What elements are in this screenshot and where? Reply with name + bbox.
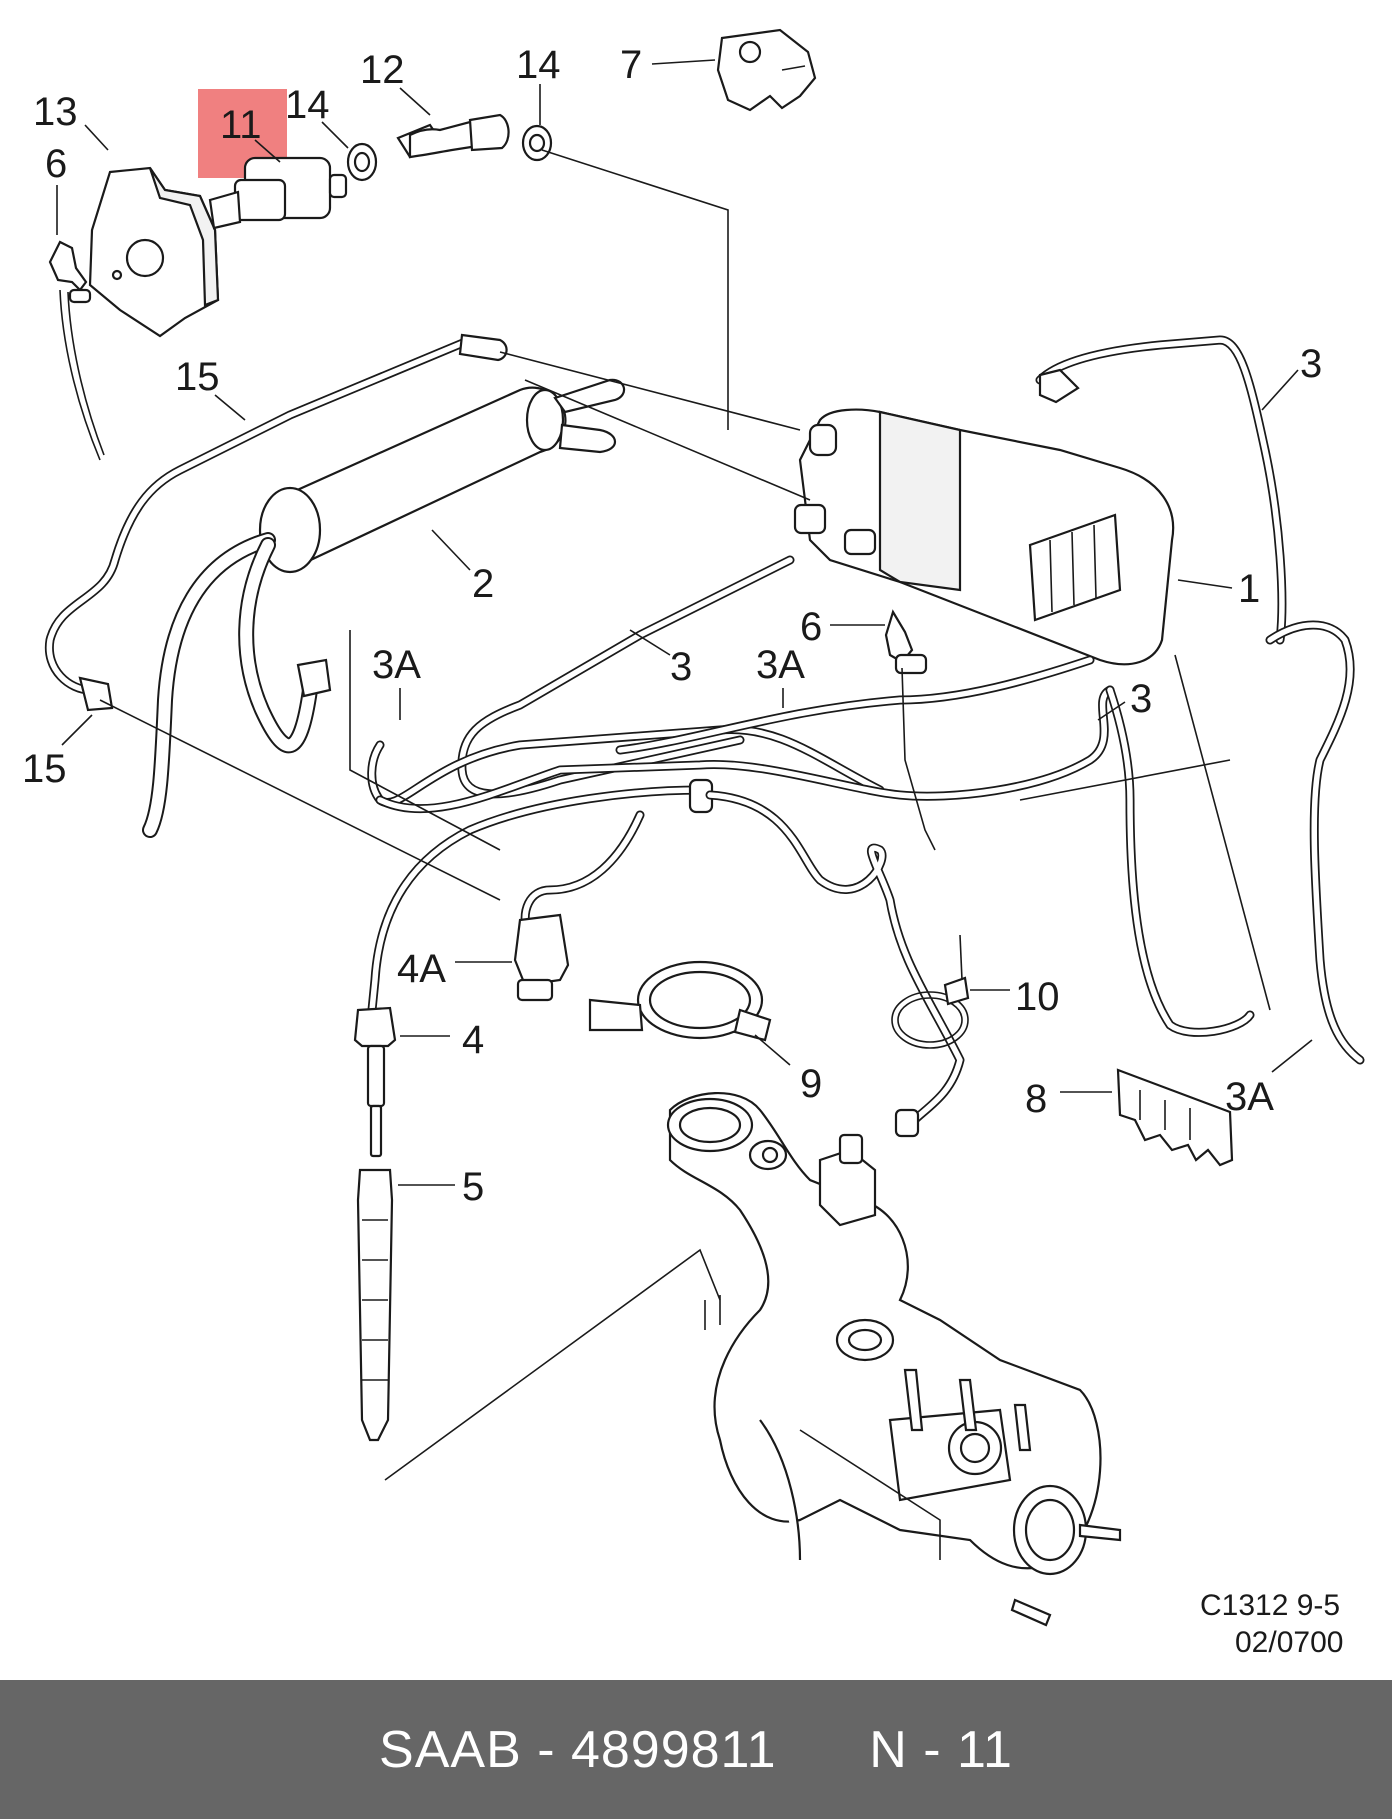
callout-6: 6 (45, 142, 67, 186)
callout-2: 2 (472, 562, 494, 606)
callout-10: 10 (1015, 975, 1060, 1019)
callout-14: 14 (516, 43, 561, 87)
callout-9: 9 (800, 1062, 822, 1106)
callouts: 13 6 11 14 12 14 7 15 3 2 1 6 3A 3 3A 3 … (22, 43, 1343, 1659)
charcoal-canister-part (793, 408, 1175, 666)
clip-part (884, 609, 936, 851)
hose-clamp-part (346, 142, 378, 182)
callout-7: 7 (620, 43, 642, 87)
pipe-clip-part (1116, 1068, 1234, 1167)
callout-3A: 3A (372, 643, 421, 687)
callout-5: 5 (462, 1165, 484, 1209)
drawing-code: C1312 9-5 (1200, 1589, 1340, 1622)
callout-15: 15 (22, 747, 67, 791)
part-number-text: SAAB - 4899811 N - 11 (379, 1720, 1013, 1779)
canister-part (258, 378, 626, 574)
callout-13: 13 (33, 90, 78, 134)
callout-12: 12 (360, 48, 405, 92)
sensor-part (513, 913, 570, 1002)
callout-11: 11 (220, 103, 262, 147)
callout-3A: 3A (756, 643, 805, 687)
callout-1: 1 (1238, 567, 1260, 611)
callout-6: 6 (800, 605, 822, 649)
clamp-part (588, 960, 772, 1042)
valve-part (208, 156, 348, 230)
connector-part (353, 1006, 397, 1158)
clip-part (48, 240, 105, 461)
callout-3A: 3A (1225, 1075, 1274, 1119)
callout-3: 3 (1130, 677, 1152, 721)
hose-part (396, 113, 510, 159)
parts-diagram: 13 6 11 14 12 14 7 15 3 2 1 6 3A 3 3A 3 … (22, 28, 1365, 1659)
rubber-mount-part (716, 28, 817, 112)
part-number-banner: SAAB - 4899811 N - 11 (0, 1680, 1392, 1819)
drawing-date: 02/0700 (1235, 1626, 1343, 1659)
callout-14: 14 (285, 83, 330, 127)
bracket-part (88, 166, 220, 338)
vapour-hose-lines (44, 149, 1365, 1138)
hose-part (356, 1168, 394, 1442)
callout-3: 3 (670, 645, 692, 689)
intake-manifold-part (384, 1091, 1122, 1627)
callout-3: 3 (1300, 342, 1322, 386)
callout-4A: 4A (397, 947, 446, 991)
callout-4: 4 (462, 1018, 484, 1062)
cable-tie-part (891, 934, 970, 1049)
hose-clamp-part (521, 124, 553, 162)
callout-15: 15 (175, 355, 220, 399)
callout-8: 8 (1025, 1077, 1047, 1121)
